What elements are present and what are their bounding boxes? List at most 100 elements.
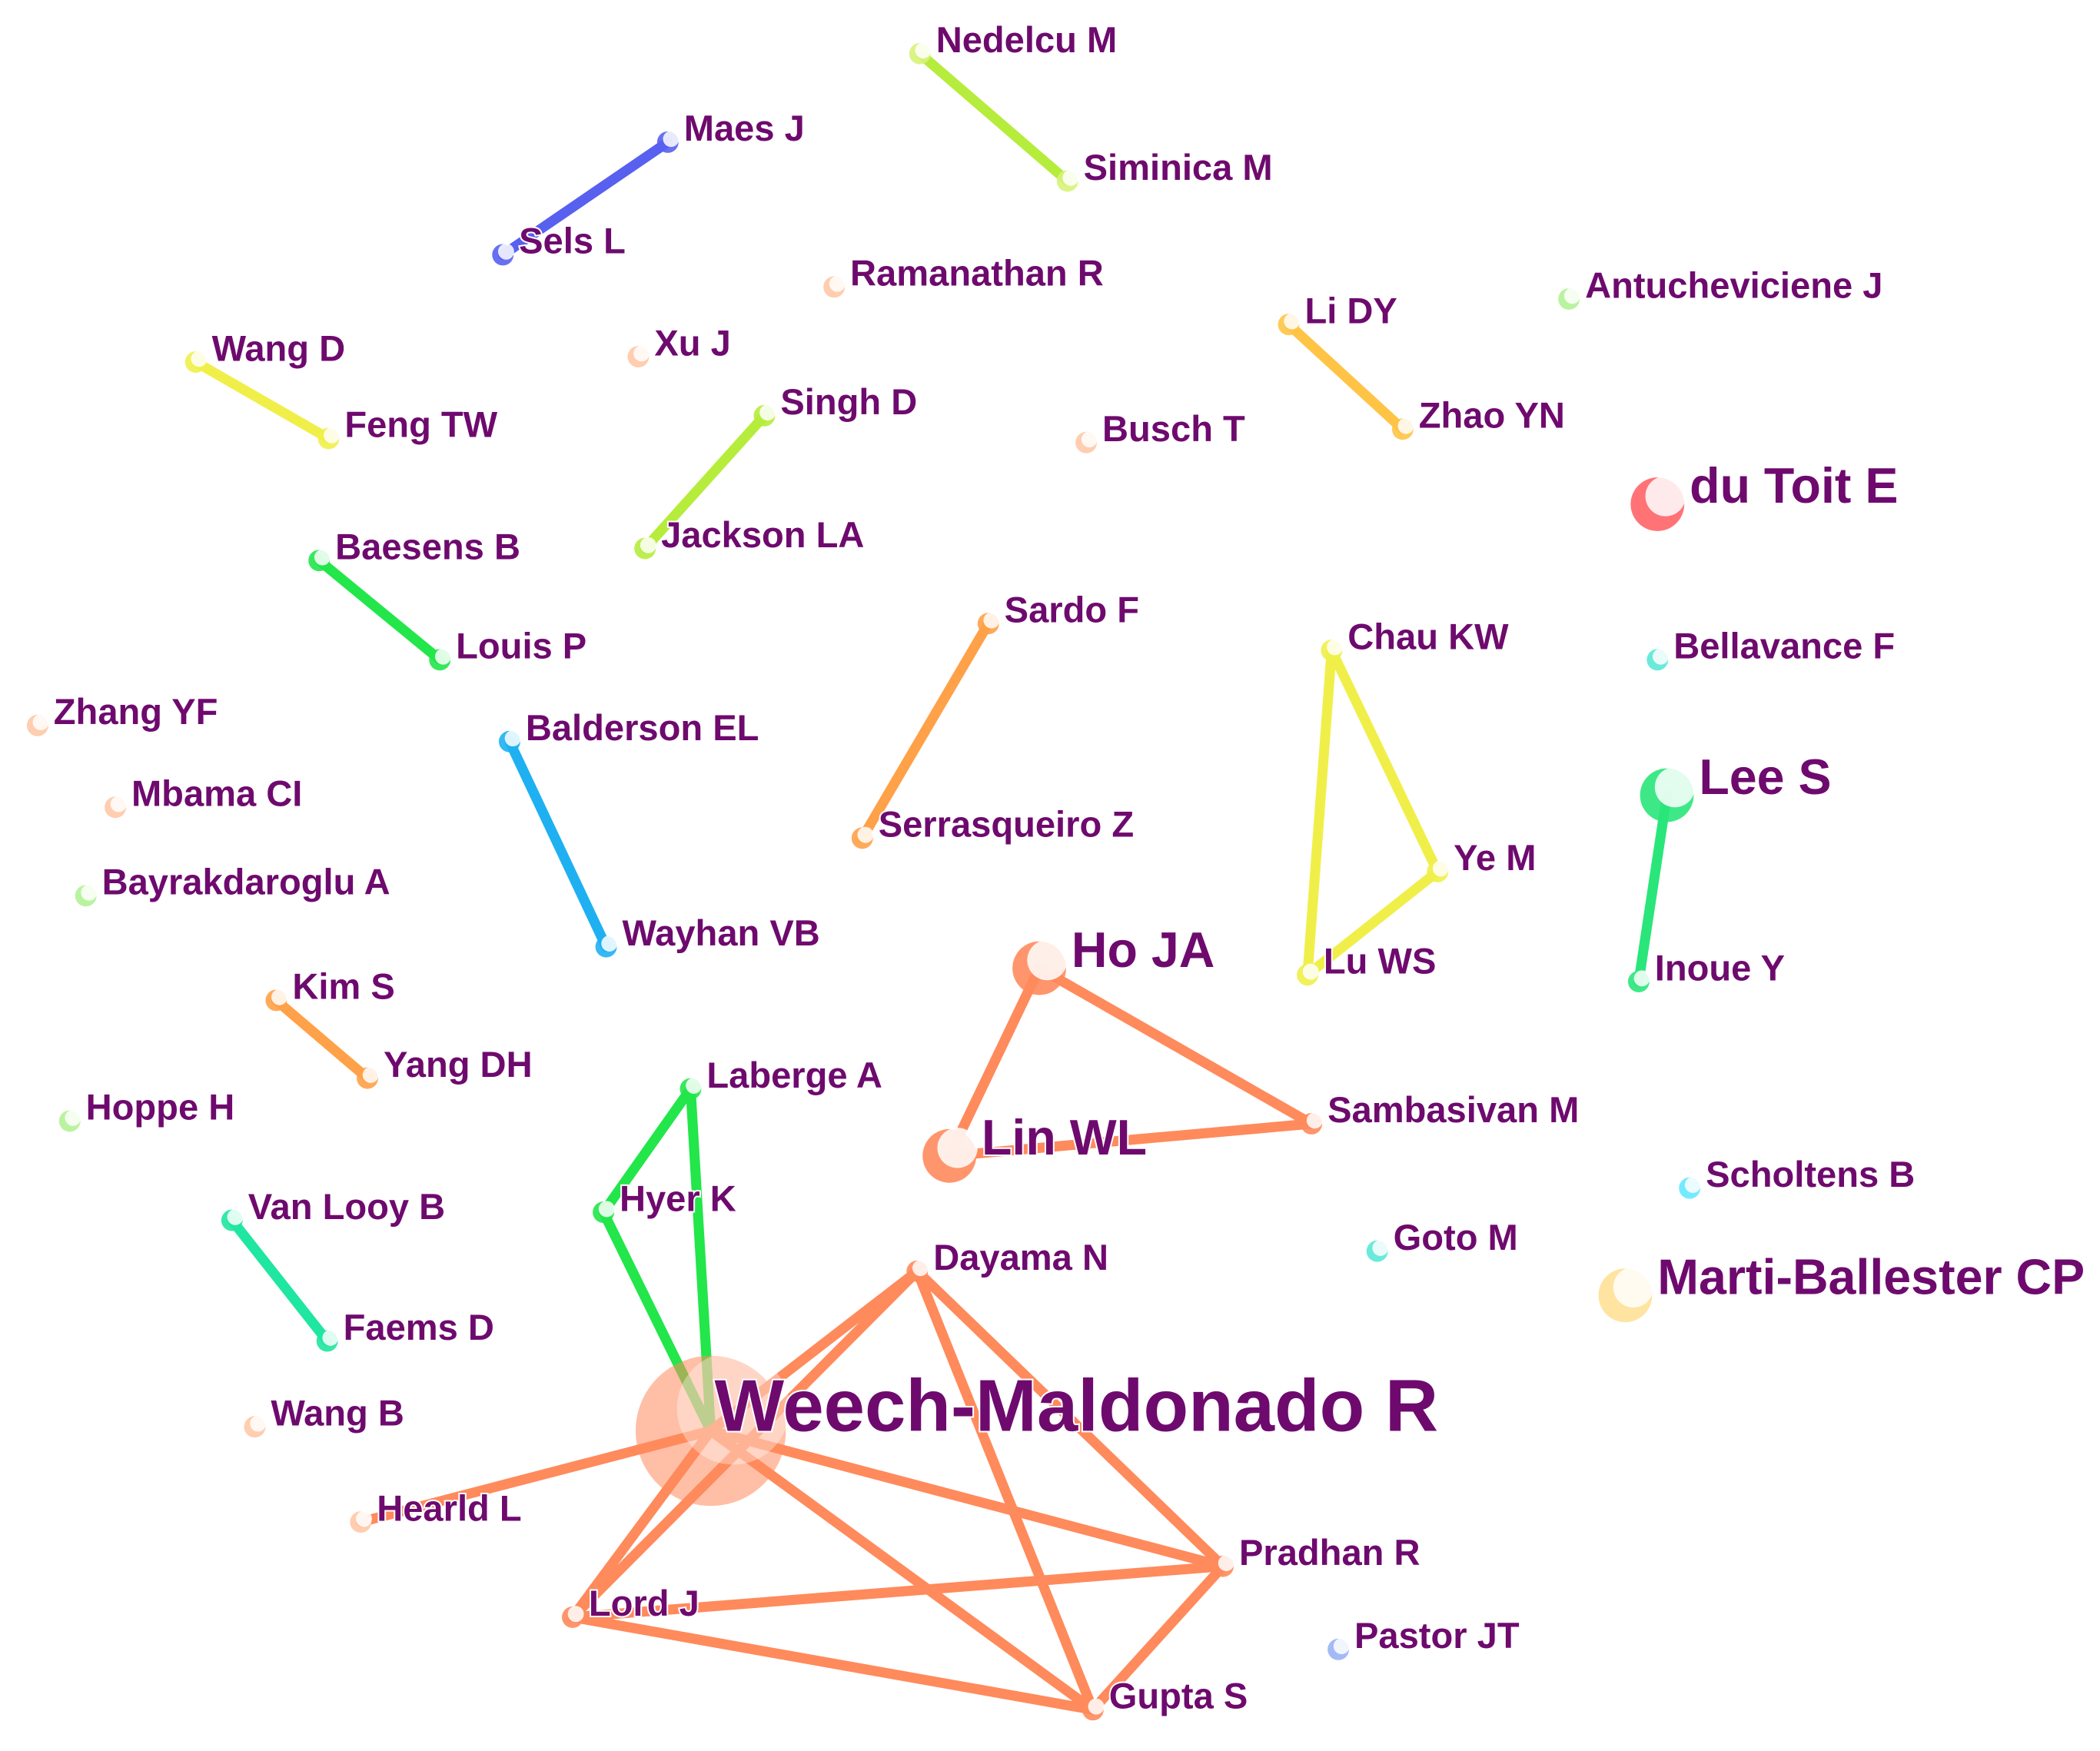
node-label: Pradhan R bbox=[1239, 1532, 1420, 1573]
node-marti[interactable]: Marti-Ballester CP bbox=[1598, 1248, 2086, 1323]
node-label: Marti-Ballester CP bbox=[1657, 1250, 2085, 1305]
node-chaukw[interactable]: Chau KW bbox=[1321, 614, 1510, 662]
node-hyerk[interactable]: Hyer K bbox=[593, 1176, 738, 1224]
node-bellavance[interactable]: Bellavance F bbox=[1646, 624, 1896, 671]
node-serrasqueiro[interactable]: Serrasqueiro Z bbox=[851, 802, 1135, 849]
node-wangd[interactable]: Wang D bbox=[184, 326, 347, 373]
node-label: Li DY bbox=[1304, 290, 1397, 331]
node-kims[interactable]: Kim S bbox=[265, 965, 397, 1012]
node-circle bbox=[635, 1355, 786, 1507]
edge-balderson-wayhan bbox=[504, 736, 612, 952]
node-highlight bbox=[1432, 860, 1449, 877]
node-baesens[interactable]: Baesens B bbox=[308, 524, 522, 572]
node-label: Zhao YN bbox=[1419, 395, 1565, 436]
edge-baesens-louis bbox=[314, 555, 445, 665]
node-scholtens[interactable]: Scholtens B bbox=[1679, 1152, 1916, 1199]
node-highlight bbox=[250, 1415, 267, 1432]
node-label: Lin WL bbox=[982, 1110, 1147, 1165]
node-zhangyf[interactable]: Zhang YF bbox=[26, 689, 219, 736]
node-lordj[interactable]: Lord J bbox=[561, 1581, 701, 1628]
node-highlight bbox=[1306, 1112, 1323, 1129]
node-highlight bbox=[271, 988, 288, 1005]
node-samba[interactable]: Sambasivan M bbox=[1301, 1088, 1580, 1135]
node-highlight bbox=[1654, 766, 1696, 808]
node-highlight bbox=[324, 427, 341, 444]
edge-wangd-fengtw bbox=[191, 357, 334, 444]
node-highlight bbox=[1563, 287, 1580, 304]
node-highlight bbox=[32, 714, 49, 731]
node-laberge[interactable]: Laberge A bbox=[680, 1053, 884, 1100]
node-highlight bbox=[1633, 970, 1650, 987]
node-lees[interactable]: Lee S bbox=[1640, 748, 1833, 822]
node-label: Laberge A bbox=[706, 1055, 882, 1095]
node-sels[interactable]: Sels L bbox=[492, 219, 627, 266]
node-yangdh[interactable]: Yang DH bbox=[357, 1042, 534, 1089]
node-label: Bellavance F bbox=[1673, 626, 1895, 666]
node-hoppe[interactable]: Hoppe H bbox=[58, 1085, 236, 1132]
node-inouey[interactable]: Inoue Y bbox=[1627, 945, 1786, 992]
node-highlight bbox=[983, 612, 1000, 629]
node-highlight bbox=[601, 935, 618, 952]
node-gotom[interactable]: Goto M bbox=[1366, 1215, 1520, 1262]
node-highlight bbox=[937, 1128, 978, 1168]
node-dutoit[interactable]: du Toit E bbox=[1630, 457, 1899, 531]
node-xuj[interactable]: Xu J bbox=[627, 321, 733, 368]
node-label: Ho JA bbox=[1072, 922, 1214, 978]
edge-dayama-guptas bbox=[912, 1266, 1098, 1715]
node-singhd[interactable]: Singh D bbox=[753, 380, 919, 427]
node-highlight bbox=[314, 549, 331, 566]
node-label: Ramanathan R bbox=[850, 253, 1104, 294]
node-bayrak[interactable]: Bayrakdaroglu A bbox=[75, 860, 392, 907]
node-label: Busch T bbox=[1102, 408, 1245, 449]
node-highlight bbox=[110, 796, 127, 812]
node-wangb[interactable]: Wang B bbox=[244, 1390, 406, 1438]
node-weech[interactable]: Weech-Maldonado R bbox=[635, 1351, 1440, 1507]
node-highlight bbox=[857, 826, 874, 843]
node-label: Singh D bbox=[780, 381, 917, 422]
node-balderson[interactable]: Balderson EL bbox=[498, 706, 760, 753]
node-fengtw[interactable]: Feng TW bbox=[317, 403, 500, 450]
node-highlight bbox=[1372, 1240, 1389, 1256]
edge-weech-pradhan bbox=[706, 1425, 1228, 1572]
node-guptas[interactable]: Gupta S bbox=[1082, 1674, 1249, 1721]
node-mbama[interactable]: Mbama CI bbox=[105, 771, 304, 819]
node-zhaoyn[interactable]: Zhao YN bbox=[1391, 394, 1567, 440]
node-label: Pastor JT bbox=[1354, 1615, 1520, 1656]
node-highlight bbox=[663, 131, 680, 148]
node-vanlooy[interactable]: Van Looy B bbox=[221, 1184, 447, 1231]
node-wayhan[interactable]: Wayhan VB bbox=[595, 911, 822, 958]
node-label: Faems D bbox=[344, 1307, 494, 1347]
node-sardo[interactable]: Sardo F bbox=[977, 587, 1141, 635]
node-label: Zhang YF bbox=[54, 691, 218, 732]
node-maes[interactable]: Maes J bbox=[656, 106, 806, 153]
node-label: Lu WS bbox=[1324, 941, 1436, 982]
node-label: Hearld L bbox=[377, 1487, 521, 1528]
node-label: Sardo F bbox=[1005, 589, 1139, 630]
node-faems[interactable]: Faems D bbox=[316, 1305, 496, 1352]
node-busch[interactable]: Busch T bbox=[1075, 407, 1247, 454]
node-label: Mbama CI bbox=[131, 772, 302, 813]
node-highlight bbox=[640, 537, 656, 553]
node-ramanathan[interactable]: Ramanathan R bbox=[823, 251, 1105, 298]
edge-lidy-zhaoyn bbox=[1283, 319, 1408, 434]
node-pradhan[interactable]: Pradhan R bbox=[1212, 1530, 1422, 1577]
node-highlight bbox=[356, 1510, 372, 1527]
edge-nedelcu-siminica bbox=[915, 48, 1073, 187]
node-hearld[interactable]: Hearld L bbox=[350, 1486, 523, 1533]
node-lidy[interactable]: Li DY bbox=[1278, 288, 1399, 336]
node-luws[interactable]: Lu WS bbox=[1297, 939, 1437, 986]
node-label: Inoue Y bbox=[1655, 947, 1785, 988]
node-pastor[interactable]: Pastor JT bbox=[1327, 1613, 1521, 1660]
node-jackson[interactable]: Jackson LA bbox=[634, 513, 866, 560]
node-yem[interactable]: Ye M bbox=[1427, 836, 1537, 882]
node-label: Hoppe H bbox=[86, 1087, 235, 1128]
node-dayama[interactable]: Dayama N bbox=[906, 1235, 1110, 1282]
node-louis[interactable]: Louis P bbox=[429, 624, 588, 671]
node-hoja[interactable]: Ho JA bbox=[1012, 921, 1216, 995]
node-siminica[interactable]: Siminica M bbox=[1056, 145, 1274, 192]
node-linwl[interactable]: Lin WL bbox=[922, 1108, 1148, 1183]
node-antucheviciene[interactable]: Antucheviciene J bbox=[1558, 263, 1884, 310]
node-label: Feng TW bbox=[344, 404, 497, 445]
node-nedelcu[interactable]: Nedelcu M bbox=[909, 18, 1118, 65]
